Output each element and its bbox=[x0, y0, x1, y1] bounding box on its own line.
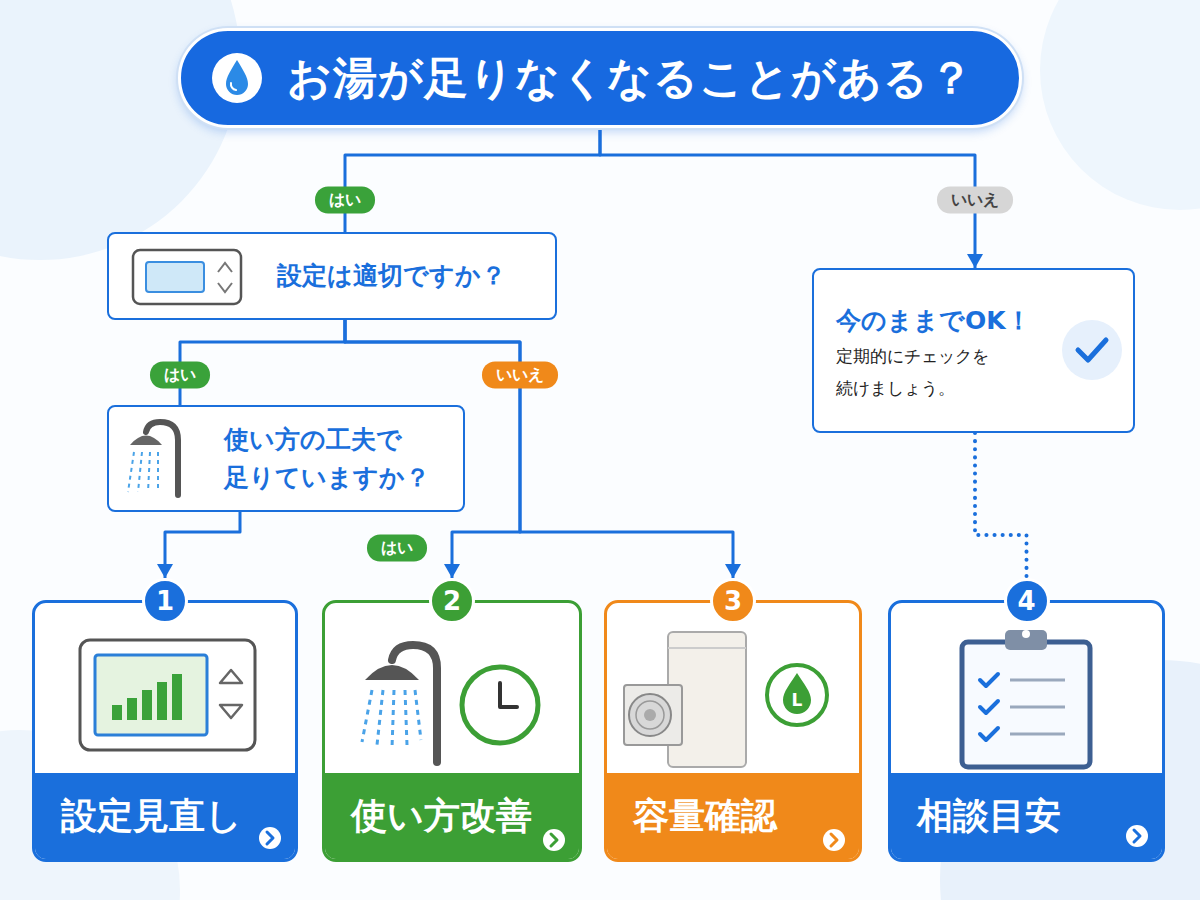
title-text: お湯が足りなくなることがある？ bbox=[287, 49, 974, 108]
card-frame: 使い方改善 bbox=[322, 600, 582, 862]
action-card: 相談目安 4 bbox=[888, 578, 1165, 862]
connector bbox=[157, 512, 240, 578]
connector bbox=[345, 320, 520, 578]
question-text: 使い方の工夫で 足りていますか？ bbox=[224, 421, 460, 496]
connector bbox=[975, 433, 1027, 578]
arrow-head bbox=[725, 564, 741, 578]
connector-line bbox=[975, 433, 1027, 578]
action-card: 使い方改善 2 bbox=[322, 578, 582, 862]
background-blob bbox=[1040, 0, 1200, 210]
edge-label: はい bbox=[315, 187, 375, 214]
connector-line bbox=[345, 128, 600, 232]
unit-label: L bbox=[792, 690, 803, 710]
question-text: 設定は適切ですか？ bbox=[277, 257, 542, 295]
arrow-head bbox=[444, 564, 460, 578]
decision-box: 使い方の工夫で 足りていますか？ bbox=[107, 405, 465, 512]
edge-label: いいえ bbox=[937, 187, 1013, 214]
card-band: 相談目安 bbox=[891, 773, 1162, 859]
result-box: 今のままでOK！定期的にチェックを 続けましょう。 bbox=[812, 268, 1135, 433]
callout-number: 4 bbox=[1004, 578, 1050, 624]
connector bbox=[600, 128, 983, 268]
card-title: 使い方改善 bbox=[351, 792, 532, 841]
action-card: 容量確認 3 bbox=[604, 578, 862, 862]
card-title: 相談目安 bbox=[917, 792, 1061, 841]
title-banner: お湯が足りなくなることがある？ bbox=[178, 28, 1022, 128]
arrow-head bbox=[967, 254, 983, 268]
card-frame: 容量確認 bbox=[604, 600, 862, 862]
callout-number: 2 bbox=[429, 578, 475, 624]
edge-label: いいえ bbox=[482, 362, 558, 389]
action-card: 設定見直し 1 bbox=[32, 578, 298, 862]
card-title: 設定見直し bbox=[61, 792, 242, 841]
connector-line bbox=[345, 320, 733, 578]
connector bbox=[180, 320, 345, 405]
connector-line bbox=[600, 128, 975, 268]
card-band: 使い方改善 bbox=[325, 773, 579, 859]
arrow-head bbox=[157, 564, 173, 578]
card-band: 容量確認 bbox=[607, 773, 859, 859]
callout-number: 3 bbox=[710, 578, 756, 624]
card-band: 設定見直し bbox=[35, 773, 295, 859]
connector bbox=[345, 128, 600, 232]
card-title: 容量確認 bbox=[633, 792, 777, 841]
card-frame: 設定見直し bbox=[32, 600, 298, 862]
connector bbox=[345, 320, 741, 578]
card-frame: 相談目安 bbox=[888, 600, 1165, 862]
connector-line bbox=[165, 512, 240, 578]
edge-label: はい bbox=[150, 362, 210, 389]
edge-label: はい bbox=[367, 535, 427, 562]
connector-line bbox=[345, 320, 520, 578]
callout-number: 1 bbox=[142, 578, 188, 624]
connector-line bbox=[180, 320, 345, 405]
decision-box: 設定は適切ですか？ bbox=[107, 232, 557, 320]
result-note: 定期的にチェックを 続けましょう。 bbox=[836, 340, 1061, 404]
result-heading: 今のままでOK！ bbox=[836, 304, 1066, 337]
